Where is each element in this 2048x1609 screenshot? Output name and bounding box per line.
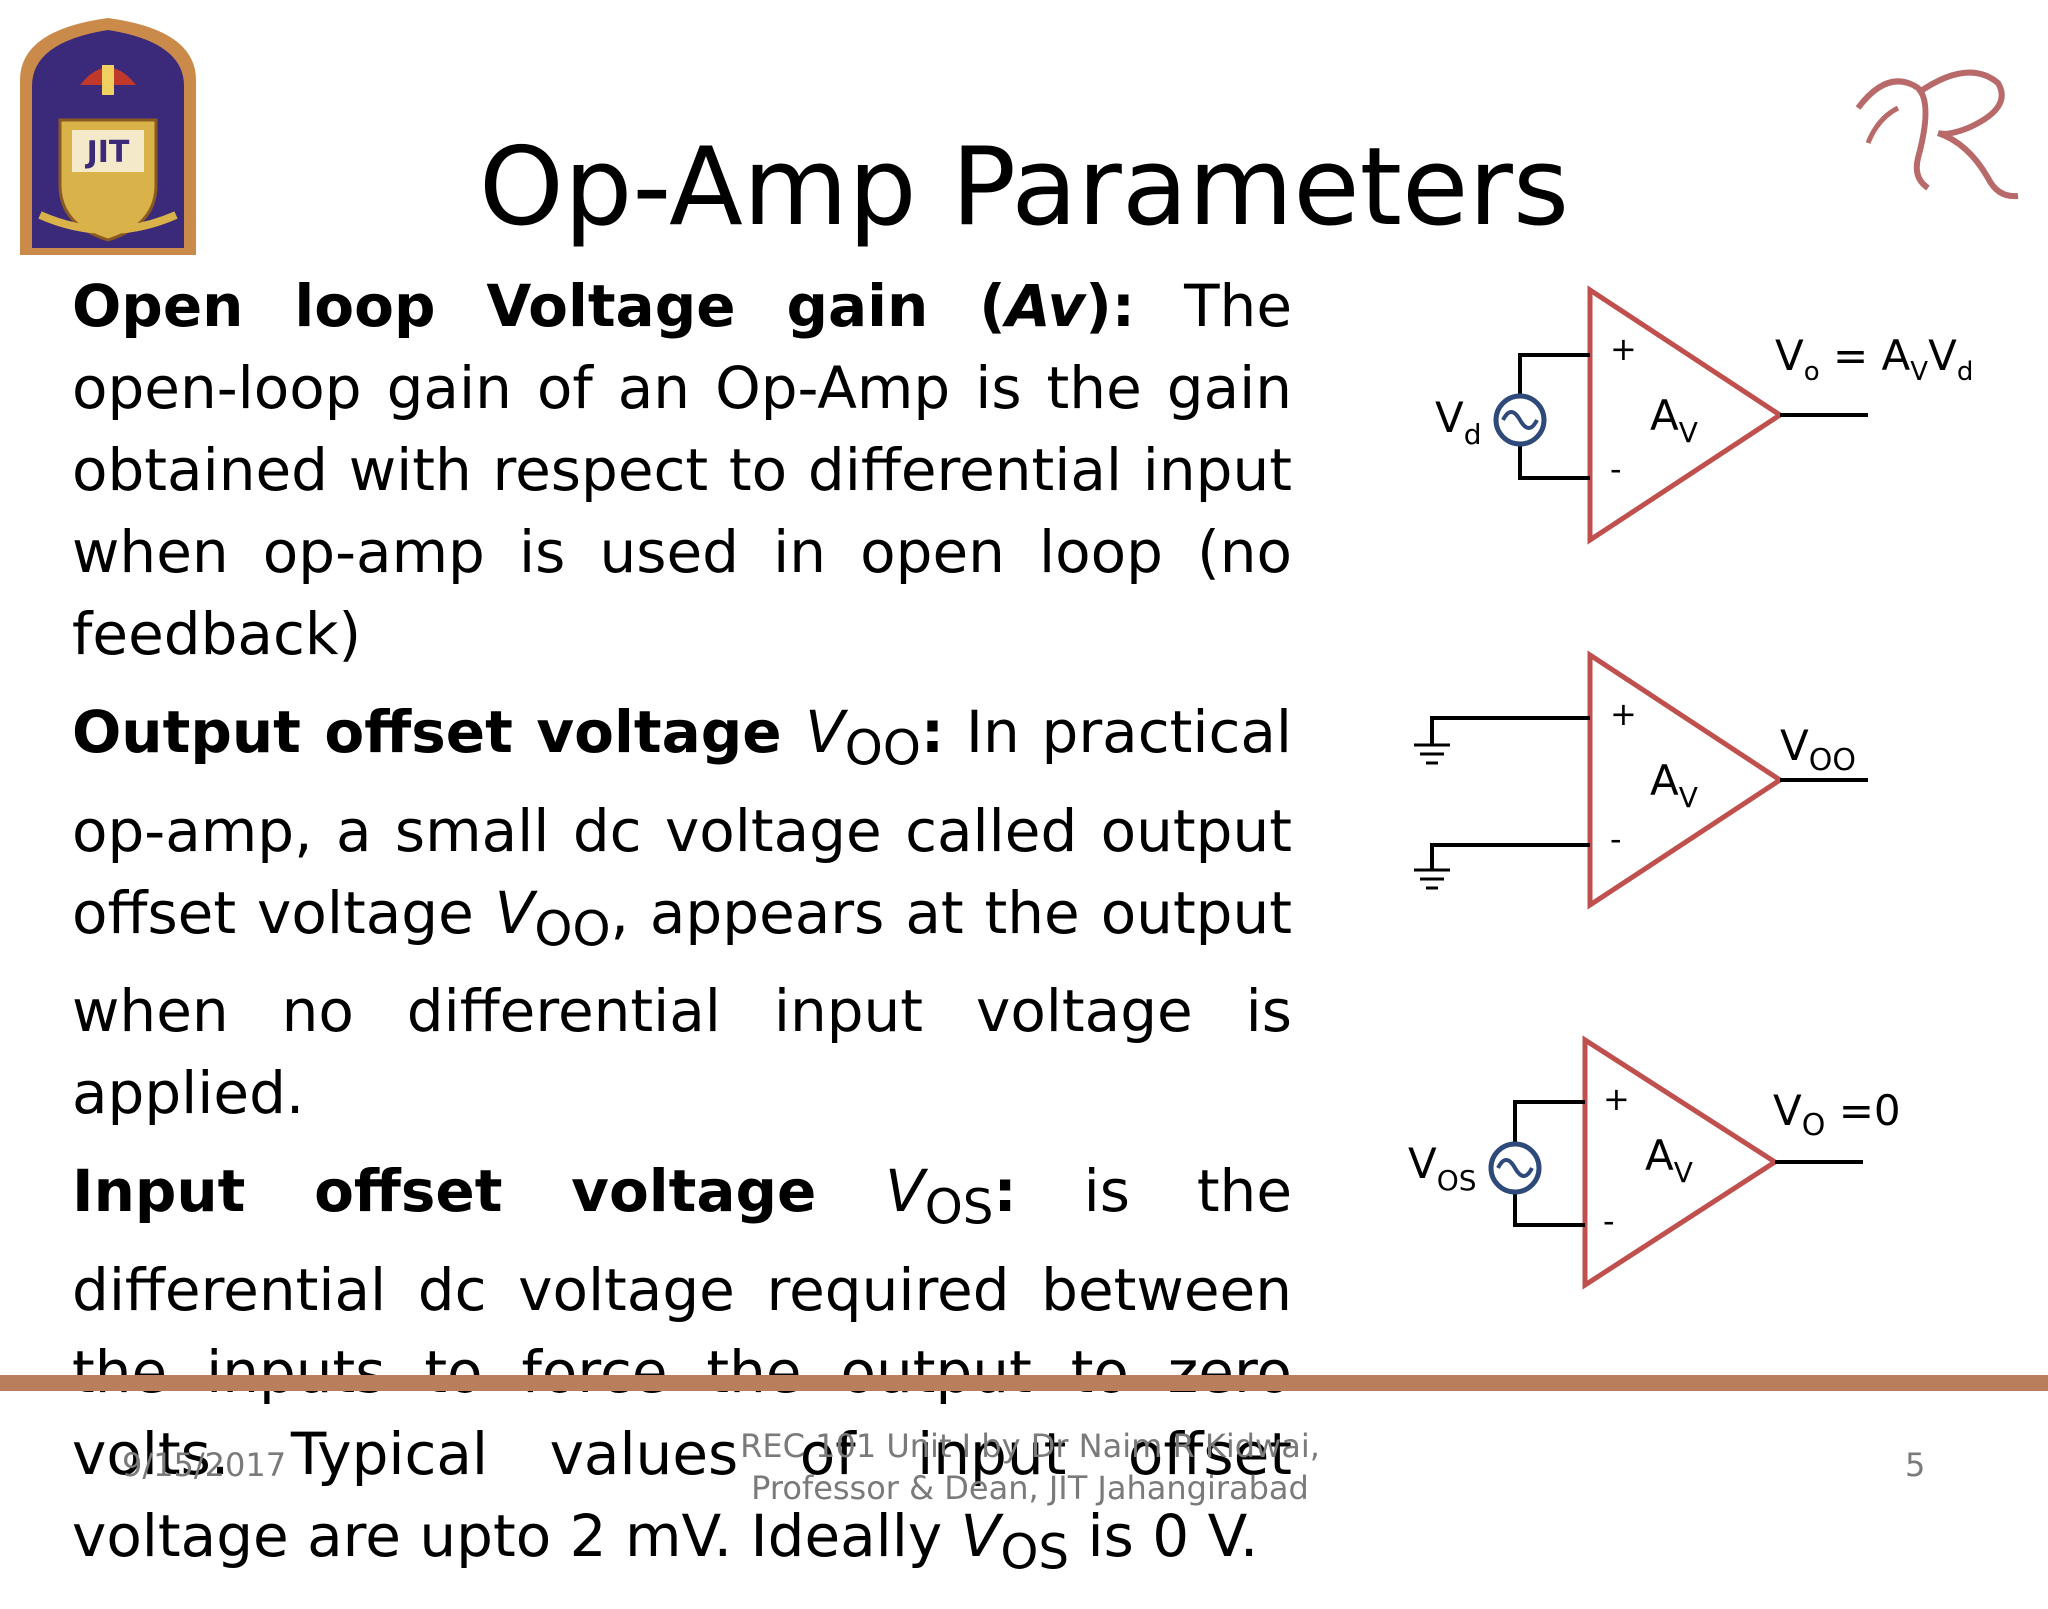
opamp-diagram-input-offset: + - AV VOS VO =0	[1408, 1035, 1901, 1290]
wire	[1430, 716, 1590, 745]
input-label: VOS	[1408, 1139, 1477, 1197]
minus-terminal: -	[1610, 450, 1622, 488]
ac-source-icon	[1493, 393, 1547, 447]
footer-credit-line2: Professor & Dean, JIT Jahangirabad	[751, 1469, 1309, 1507]
ac-source-icon	[1488, 1141, 1542, 1195]
opamp-triangle-icon	[1587, 285, 1785, 545]
minus-terminal: -	[1603, 1202, 1615, 1240]
plus-terminal: +	[1610, 695, 1637, 733]
symbol-v: V	[805, 698, 845, 766]
output-label: Vo = AVVd	[1775, 331, 1973, 387]
term-close: ):	[1085, 272, 1135, 340]
paragraph-output-offset: Output offset voltage VOO: In practical …	[72, 691, 1292, 1134]
input-label: Vd	[1435, 393, 1482, 451]
term-input-offset: Input offset voltage	[72, 1157, 886, 1226]
footer-date: 9/15/2017	[122, 1446, 287, 1484]
nr-monogram	[1848, 48, 2023, 218]
symbol-sub: OO	[534, 901, 611, 958]
plus-terminal: +	[1610, 330, 1637, 368]
gain-label: AV	[1650, 756, 1698, 814]
output-label: VO =0	[1773, 1086, 1901, 1143]
wire	[1430, 843, 1590, 870]
opamp-diagrams: + - AV Vd Vo = AVVd + - AV	[1380, 270, 2020, 1310]
symbol-v: V	[494, 878, 535, 947]
term-colon: :	[993, 1157, 1017, 1226]
symbol-sub: OS	[1000, 1524, 1070, 1581]
ground-icon	[1414, 868, 1450, 890]
footer-divider	[0, 1375, 2048, 1391]
logo-text: JIT	[85, 135, 130, 170]
term-open-loop-gain: Open loop Voltage gain (	[72, 272, 1006, 340]
wire	[1518, 353, 1590, 396]
symbol-av: Av	[1005, 272, 1086, 340]
definition-output-offset-a: In practical op-amp, a small dc voltage …	[72, 698, 1292, 947]
wire	[1513, 1192, 1585, 1227]
opamp-diagram-output-offset: + - AV VOO	[1414, 650, 1868, 910]
definition-output-offset-b: , appears at the output when no differen…	[72, 878, 1293, 1128]
jit-crest-logo: JIT	[10, 10, 206, 260]
slide-title: Op-Amp Parameters	[478, 125, 1570, 250]
footer-credit: REC 101 Unit I by Dr Naim R Kidwai, Prof…	[700, 1425, 1360, 1509]
paragraph-input-offset: Input offset voltage VOS: is the differe…	[72, 1150, 1292, 1593]
ground-icon	[1414, 743, 1450, 765]
minus-terminal: -	[1610, 820, 1622, 858]
term-output-offset: Output offset voltage	[72, 698, 806, 766]
wire	[1518, 444, 1590, 480]
slide-number: 5	[1905, 1446, 1926, 1484]
definition-open-loop-gain: The open-loop gain of an Op-Amp is the g…	[72, 272, 1293, 668]
symbol-sub: OS	[924, 1179, 994, 1236]
slide-body: Open loop Voltage gain (Av): The open-lo…	[72, 265, 1292, 1609]
opamp-triangle-icon	[1582, 1035, 1780, 1290]
footer-credit-line1: REC 101 Unit I by Dr Naim R Kidwai,	[740, 1427, 1320, 1465]
opamp-triangle-icon	[1587, 650, 1785, 910]
opamp-diagram-open-loop: + - AV Vd Vo = AVVd	[1435, 285, 1973, 545]
paragraph-open-loop-gain: Open loop Voltage gain (Av): The open-lo…	[72, 265, 1292, 675]
output-label: VOO	[1780, 721, 1856, 778]
gain-label: AV	[1650, 391, 1698, 449]
wire	[1513, 1100, 1585, 1144]
symbol-v: V	[885, 1157, 925, 1226]
symbol-sub: OO	[844, 720, 921, 777]
gain-label: AV	[1645, 1131, 1693, 1189]
plus-terminal: +	[1603, 1080, 1630, 1118]
term-colon: :	[920, 698, 945, 766]
